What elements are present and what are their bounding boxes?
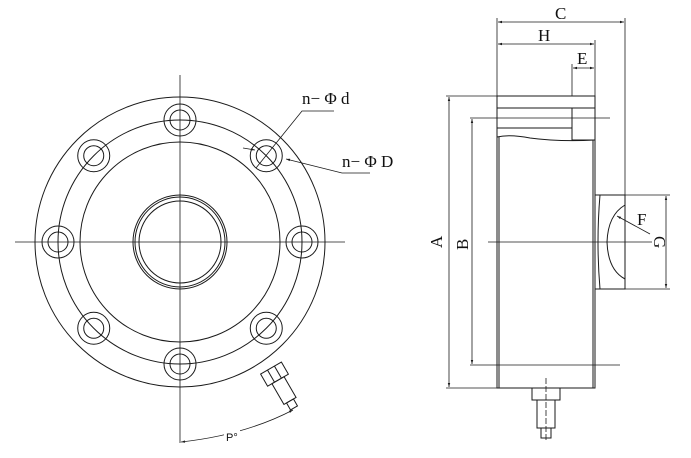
dim-f-leader: [616, 215, 651, 235]
bolt-hole: [291, 231, 313, 253]
counterbore-label: n− Φ D: [342, 152, 393, 171]
hub-thread-circle: [134, 196, 226, 288]
dim-b-label: B: [453, 239, 472, 250]
cable-connector: [259, 361, 299, 411]
dim-g-label: G: [650, 236, 669, 248]
hub-bore-circle: [138, 200, 222, 284]
counterbore: [249, 311, 283, 345]
bolt-circle: [57, 119, 303, 365]
counterbore-leader: [285, 158, 370, 174]
loading-boss: [594, 194, 626, 290]
bolt-hole: [169, 109, 191, 131]
connector-body: [271, 376, 297, 406]
counterbore: [285, 225, 319, 259]
angle-arc: [180, 409, 294, 443]
small-hole-label: n− Φ d: [302, 89, 350, 108]
dim-e-label: E: [577, 49, 587, 68]
counterbore: [41, 225, 75, 259]
dim-a-label: A: [427, 235, 446, 248]
side-connector: [531, 378, 561, 442]
bolt-holes: [41, 103, 319, 381]
bolt-hole: [255, 317, 277, 339]
counterbore: [77, 311, 111, 345]
counterbore: [163, 347, 197, 381]
bolt-hole: [83, 145, 105, 167]
dim-f-label: F: [637, 210, 646, 229]
side-view: C H E A B G F: [427, 4, 670, 442]
angle-label: P°: [226, 432, 238, 444]
front-view: P° n− Φ d n− Φ D: [15, 75, 393, 444]
counterbore-section: [571, 107, 596, 141]
dim-h-label: H: [538, 26, 550, 45]
bolt-hole: [47, 231, 69, 253]
counterbore: [77, 139, 111, 173]
bolt-hole: [169, 353, 191, 375]
inner-body-circle: [79, 141, 281, 343]
small-hole-leader: [255, 110, 334, 169]
counterbore: [249, 139, 283, 173]
hub-outer-circle: [132, 194, 228, 290]
bolt-hole: [255, 145, 277, 167]
connector-cable: [285, 398, 299, 411]
bolt-hole: [83, 317, 105, 339]
outer-flange-circle: [34, 96, 326, 388]
dim-c-label: C: [555, 4, 566, 23]
counterbore: [163, 103, 197, 137]
